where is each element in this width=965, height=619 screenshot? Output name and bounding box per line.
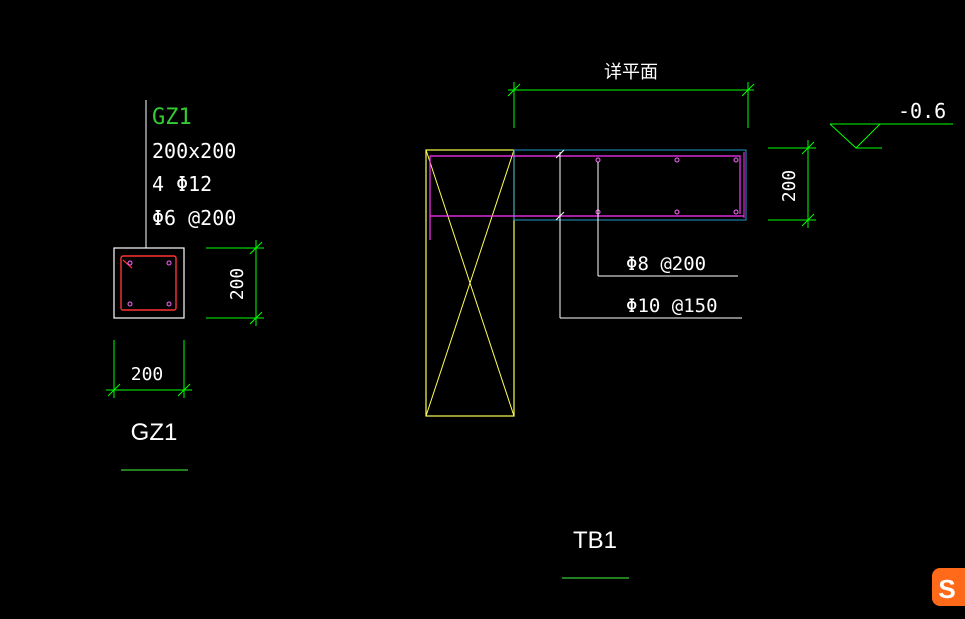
gz1-size: 200x200 xyxy=(152,139,236,163)
gz1-title: GZ1 xyxy=(152,105,192,130)
gz1-dim-height-text: 200 xyxy=(227,268,248,301)
gz1-section-outline xyxy=(113,247,185,319)
gz1-dim-width xyxy=(106,340,192,398)
gz1-dim-height xyxy=(206,240,264,326)
tb1-rebar-upper: Φ8 @200 xyxy=(626,253,706,275)
tb1-column-cross xyxy=(425,149,515,417)
tb1-rebar-lower: Φ10 @150 xyxy=(626,295,718,317)
gz1-main-rebar: 4 Φ12 xyxy=(152,172,212,196)
elevation-marker-icon xyxy=(829,123,953,149)
tb1-level-text: -0.6 xyxy=(898,99,946,123)
gz1-stirrup-hoop xyxy=(120,255,177,311)
tb1-caption: TB1 xyxy=(573,527,617,554)
tb1-dim-right xyxy=(768,140,816,228)
tb1-rebar-dot xyxy=(733,209,739,215)
tb1-dim-right-text: 200 xyxy=(779,170,800,203)
svg-text:S: S xyxy=(938,574,955,604)
gz1-detail: GZ1 200x200 4 Φ12 Φ6 @200 200 200 xyxy=(106,100,264,471)
sogou-ime-icon[interactable]: S xyxy=(932,568,965,606)
gz1-rebar-dot xyxy=(166,260,172,266)
tb1-leader-tick xyxy=(555,211,565,221)
tb1-slab-outline xyxy=(513,149,747,221)
tb1-dim-top xyxy=(507,82,755,128)
tb1-rebar-dot xyxy=(595,157,601,163)
tb1-column-box xyxy=(425,149,515,417)
gz1-stirrup: Φ6 @200 xyxy=(152,206,236,230)
tb1-detail: 详平面 200 Φ8 @200 Φ10 @150 -0.6 TB1 xyxy=(425,62,953,579)
tb1-leader-tick xyxy=(555,149,565,159)
gz1-dim-width-text: 200 xyxy=(131,364,164,385)
gz1-rebar-dot xyxy=(166,301,172,307)
tb1-rebar-dot xyxy=(674,209,680,215)
tb1-rebar-dot xyxy=(733,157,739,163)
tb1-top-rebar xyxy=(429,155,741,240)
gz1-hook xyxy=(122,259,133,269)
gz1-rebar-dot xyxy=(127,260,133,266)
tb1-rebar-dot xyxy=(674,157,680,163)
tb1-dim-top-text: 详平面 xyxy=(604,62,658,83)
gz1-caption: GZ1 xyxy=(131,419,178,446)
gz1-rebar-dot xyxy=(127,301,133,307)
